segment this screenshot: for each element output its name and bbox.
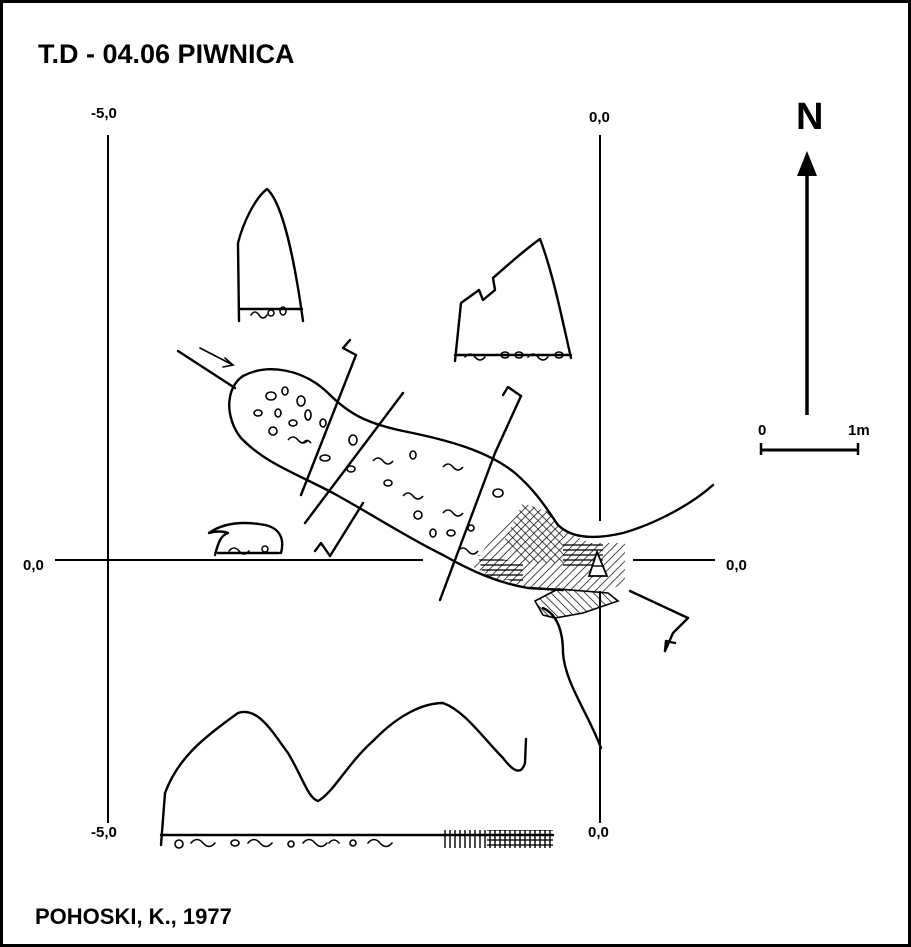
- north-arrow-icon: [797, 151, 817, 415]
- scale-start-label: 0: [758, 422, 767, 439]
- cave-outline: [241, 368, 715, 539]
- section-line-b: [438, 385, 523, 602]
- author-credit: POHOSKI, K., 1977: [35, 904, 232, 929]
- entrance-arrow-icon: [176, 347, 237, 390]
- cave-outline-south: [228, 374, 565, 592]
- scale-end-label: 1m: [848, 422, 870, 439]
- coord-right-axis: 0,0: [726, 557, 747, 574]
- sediment-symbols: [253, 386, 504, 555]
- hatched-sediment-area: [471, 503, 625, 619]
- north-label: N: [796, 96, 824, 138]
- cross-section-3: [207, 521, 284, 557]
- scale-bar: [759, 443, 860, 455]
- longitudinal-profile: [159, 701, 555, 849]
- cave-plan-drawing: [55, 135, 860, 849]
- coord-top-left: -5,0: [91, 105, 117, 122]
- coord-bottom-right: 0,0: [588, 824, 609, 841]
- cross-section-2: [453, 237, 573, 363]
- side-passage-south: [541, 606, 603, 750]
- coord-top-right: 0,0: [589, 109, 610, 126]
- section-line-d: [628, 589, 690, 653]
- grid-lines: [55, 135, 715, 823]
- section-line-c: [303, 391, 405, 558]
- cross-section-1: [236, 187, 305, 323]
- map-title: T.D - 04.06 PIWNICA: [38, 39, 295, 69]
- coord-left-axis: 0,0: [23, 557, 44, 574]
- section-line-a: [299, 338, 358, 497]
- coord-bottom-left: -5,0: [91, 824, 117, 841]
